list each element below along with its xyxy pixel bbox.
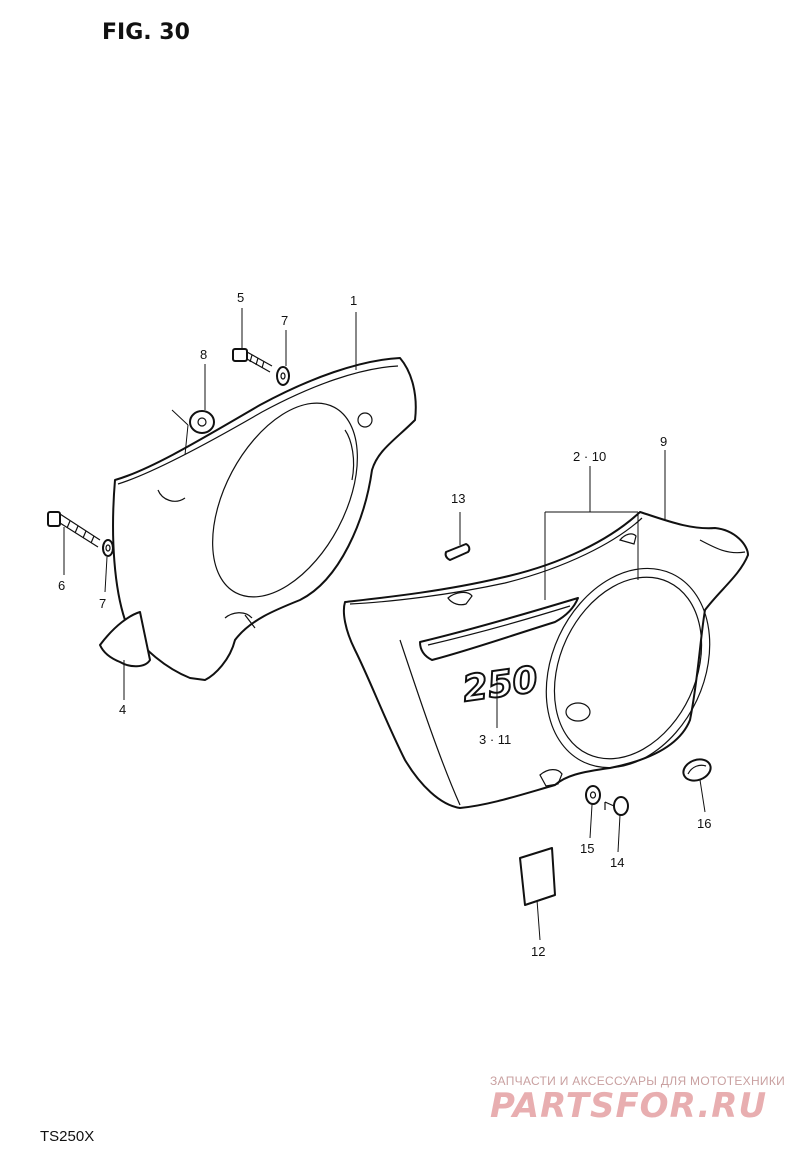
watermark-logo: PARTSFOR.RU (490, 1086, 768, 1126)
250-emblem-text: 250 (460, 659, 540, 710)
model-label: TS250X (40, 1128, 95, 1145)
bolt-5 (232, 348, 273, 373)
250-emblem: 250 (459, 658, 541, 711)
callout-15: 15 (580, 841, 594, 856)
grommet-8 (171, 409, 215, 456)
callout-7-left: 7 (99, 596, 106, 611)
callout-6: 6 (58, 578, 65, 593)
callout-14: 14 (610, 855, 624, 870)
left-frame-cover (112, 357, 417, 681)
callout-13: 13 (451, 491, 465, 506)
washer-15 (585, 785, 601, 805)
right-frame-cover (342, 511, 749, 809)
callout-7-top: 7 (281, 313, 288, 328)
label-12 (519, 847, 556, 906)
clip-13 (444, 543, 471, 561)
callout-16: 16 (697, 816, 711, 831)
leader-lines (63, 308, 706, 941)
bolt-6 (47, 511, 101, 548)
callout-4: 4 (119, 702, 126, 717)
stripe-emblem (419, 597, 579, 661)
watermark-caption: ЗАПЧАСТИ И АКСЕССУАРЫ ДЛЯ МОТОТЕХНИКИ (490, 1074, 786, 1088)
callout-3-11: 3 · 11 (479, 732, 511, 747)
callout-5: 5 (237, 290, 244, 305)
callout-numbers: 1 5 7 8 6 7 4 2 · 10 9 13 3 · 11 15 14 1… (58, 290, 711, 959)
lower-bracket (99, 611, 151, 668)
callout-12: 12 (531, 944, 545, 959)
callout-9: 9 (660, 434, 667, 449)
washer-7-left (102, 539, 114, 557)
callout-8: 8 (200, 347, 207, 362)
screw-14 (604, 796, 629, 816)
callout-2-10: 2 · 10 (573, 449, 606, 464)
badge-16 (682, 758, 712, 782)
figure-title: FIG. 30 (102, 20, 190, 45)
callout-1: 1 (350, 293, 357, 308)
washer-7-top (276, 366, 290, 386)
